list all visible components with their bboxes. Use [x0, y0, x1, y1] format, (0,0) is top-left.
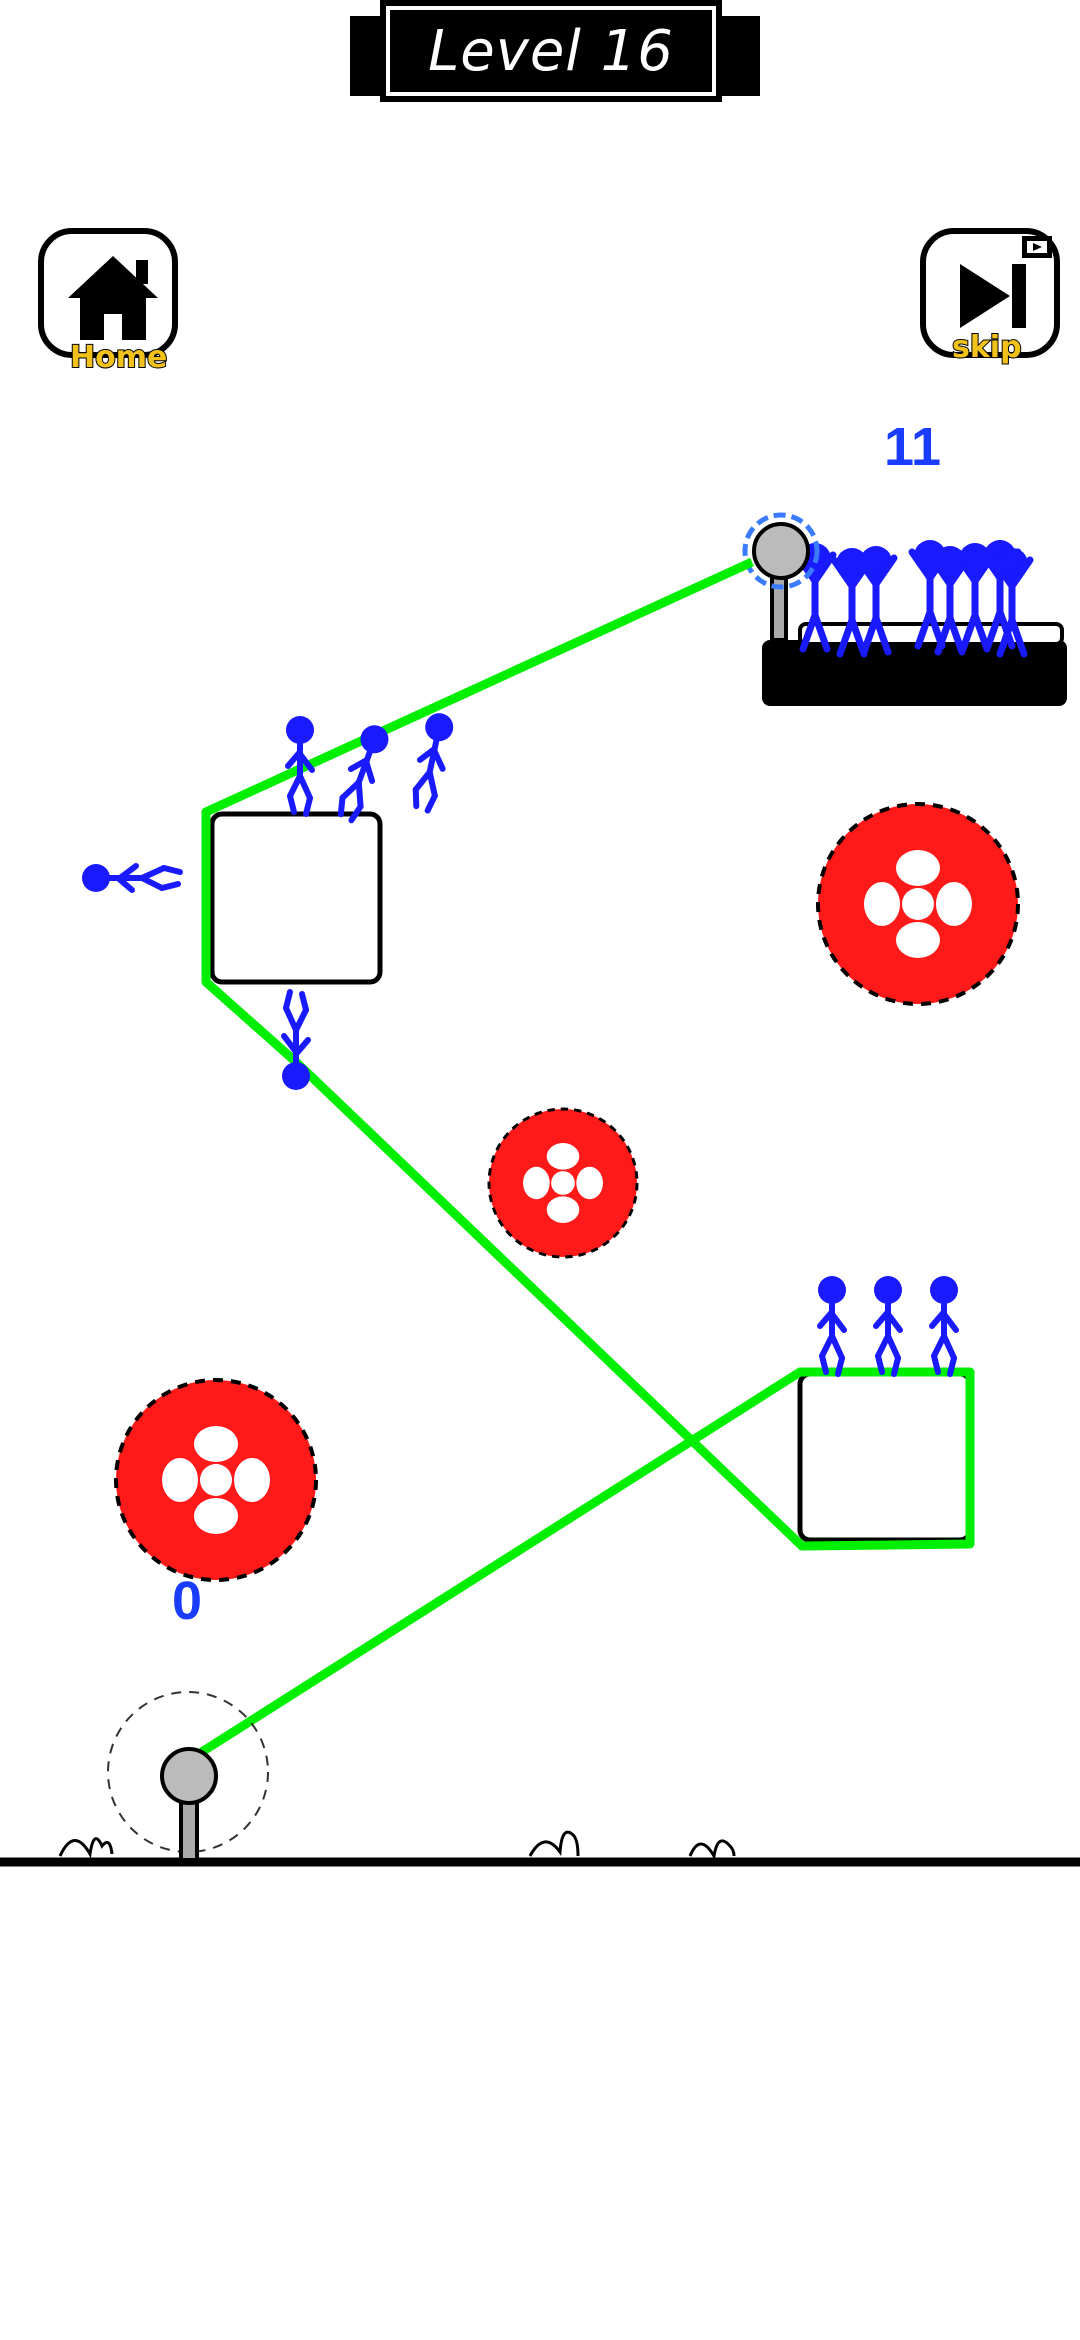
- saw-blade-icon: [487, 1107, 639, 1259]
- level-banner: Level 16: [350, 0, 760, 106]
- banner-left-tab: [350, 16, 390, 96]
- skip-label: skip: [951, 329, 1023, 366]
- saw-blade-icon: [114, 1378, 318, 1582]
- home-label: Home: [69, 339, 168, 376]
- video-ad-icon: [1022, 236, 1052, 258]
- home-button[interactable]: Home: [38, 228, 188, 378]
- saw-blade-icon: [816, 802, 1020, 1006]
- banner-bar: [380, 0, 722, 102]
- house-icon: [68, 256, 158, 340]
- skip-button[interactable]: skip: [918, 224, 1068, 374]
- obstacle-box-upper: [209, 811, 383, 985]
- obstacle-box-lower: [797, 1371, 973, 1543]
- rope-line: [183, 557, 975, 1766]
- grass-tufts: [58, 1830, 736, 1861]
- pulley-icon: [742, 512, 820, 642]
- skip-forward-icon: [960, 236, 1052, 328]
- target-counter: 11: [884, 417, 942, 477]
- banner-right-tab: [720, 16, 760, 96]
- level-title: Level 16: [428, 18, 674, 84]
- start-pulley: [107, 1691, 269, 1862]
- start-counter: 0: [172, 1571, 203, 1631]
